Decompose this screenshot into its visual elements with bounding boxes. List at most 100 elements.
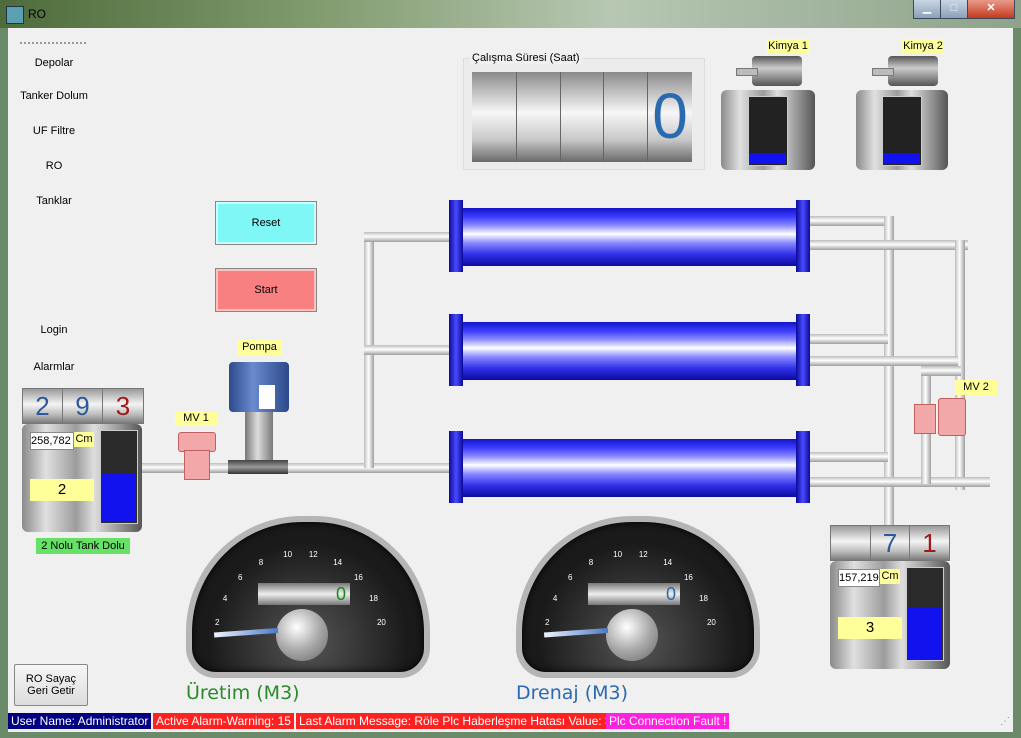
membrane-2-flange-left [449,314,463,386]
sidebar-item-uf-filtre[interactable]: UF Filtre [32,125,76,137]
ro-counter-restore-button[interactable]: RO Sayaç Geri Getir [14,664,88,706]
pump-base [228,460,288,474]
maximize-button[interactable]: □ [940,0,968,19]
membrane-1-flange-left [449,200,463,272]
right-tank-number: 3 [838,617,902,639]
mv1-body[interactable] [184,450,210,480]
mv1-label: MV 1 [175,411,217,426]
concentrate-pipe-3 [808,477,990,487]
runtime-value: 0 [652,80,688,152]
runtime-label: Çalışma Süresi (Saat) [470,52,582,64]
gauge-tick-label: 2 [215,618,220,628]
production-label: Üretim (M3) [186,682,300,704]
left-digit-2: 9 [63,389,103,423]
concentrate-riser [955,240,965,490]
bypass-top-pipe [921,366,961,376]
gauge-tick-label: 12 [308,550,318,559]
production-knob [276,609,328,661]
sidebar-item-alarmlar[interactable]: Alarmlar [33,361,75,373]
sidebar-grip [20,42,86,44]
runtime-drum [472,72,692,162]
mv2-body[interactable] [914,404,936,434]
chem-pump-2-pipe [872,68,894,76]
reset-button[interactable]: Reset [215,201,317,245]
drain-drum: 0 [588,583,680,605]
right-digit-1: 7 [871,526,910,560]
right-unit-label: Cm [880,569,900,584]
permeate-pipe-3 [808,452,888,462]
feed-pipe-2 [364,345,454,355]
drum-divider [560,72,561,162]
gauge-tick-label: 6 [568,573,573,583]
sidebar-item-depolar[interactable]: Depolar [34,57,74,69]
membrane-2-flange-right [796,314,810,386]
close-button[interactable]: ✕ [967,0,1015,19]
gauge-tick-label: 18 [699,593,708,603]
right-digit-2: 1 [910,526,949,560]
sidebar-item-ro[interactable]: RO [45,160,63,172]
right-digit-blank [831,526,871,560]
gauge-tick-label: 14 [663,557,673,567]
gauge-tick-label: 20 [376,618,386,628]
drum-divider [647,72,648,162]
left-level-fill [101,473,136,522]
gauge-tick-label: 4 [222,593,228,603]
drum-divider [603,72,604,162]
gauge-tick-label: 8 [588,557,594,567]
production-drum: 0 [258,583,350,605]
pump-label: Pompa [237,340,282,355]
left-level-field: 258,782 [30,432,74,450]
gauge-tick-label: 16 [353,573,363,583]
chem-tank-2-level [883,153,920,164]
status-last-alarm: Last Alarm Message: Röle Plc Haberleşme … [296,713,622,729]
start-button[interactable]: Start [215,268,317,312]
left-tank-counter: 2 9 3 [22,388,144,424]
membrane-3-flange-right [796,431,810,503]
gauge-tick-label: 10 [613,550,623,559]
gauge-tick-label: 16 [683,573,693,583]
gauge-tick-label: 12 [638,550,648,559]
right-level-fill [907,608,942,659]
left-unit-label: Cm [74,432,94,447]
app-icon [6,6,24,24]
membrane-2 [455,322,805,380]
right-tank-counter: 7 1 [830,525,950,561]
sidebar-item-login[interactable]: Login [40,324,68,336]
gauge-tick-label: 18 [369,593,378,603]
ro-counter-restore-label: RO Sayaç Geri Getir [25,673,77,697]
membrane-1 [455,208,805,266]
gauge-tick-label: 4 [552,593,558,603]
gauge-tick-label: 20 [706,618,716,628]
gauge-tick-label: 10 [283,550,293,559]
mv2-label: MV 2 [955,380,997,395]
permeate-pipe-2 [808,334,888,344]
concentrate-pipe-1 [808,240,968,250]
drain-knob [606,609,658,661]
left-tank-status: 2 Nolu Tank Dolu [36,538,130,554]
chem-pump-1-pipe [736,68,758,76]
drum-divider [516,72,517,162]
mv1-actuator-icon [178,432,216,452]
mv2-actuator-icon [938,398,966,436]
drain-label: Drenaj (M3) [516,682,629,704]
left-digit-3: 3 [103,389,143,423]
chem-1-label: Kimya 1 [767,39,809,54]
status-alarm-count: Active Alarm-Warning: 15 [153,713,294,729]
chem-tank-1-level [749,153,786,164]
chem-pump-1-icon [752,56,802,86]
sidebar-item-tanker-dolum[interactable]: Tanker Dolum [20,90,88,102]
membrane-3-flange-left [449,431,463,503]
gauge-tick-label: 8 [258,557,264,567]
membrane-1-flange-right [796,200,810,272]
resize-grip-icon[interactable]: ⋰ [1000,716,1010,727]
sidebar-item-tanklar[interactable]: Tanklar [36,195,72,207]
concentrate-pipe-2 [808,356,958,366]
feed-pipe-1 [364,232,454,242]
permeate-pipe-1 [808,216,894,226]
gauge-tick-label: 2 [545,618,550,628]
pump-body [245,412,273,464]
minimize-button[interactable]: ▁ [913,0,941,19]
status-plc: Plc Connection Fault ! [606,713,730,729]
right-level-field: 157,219 [838,569,880,587]
title-bar [0,0,1021,28]
